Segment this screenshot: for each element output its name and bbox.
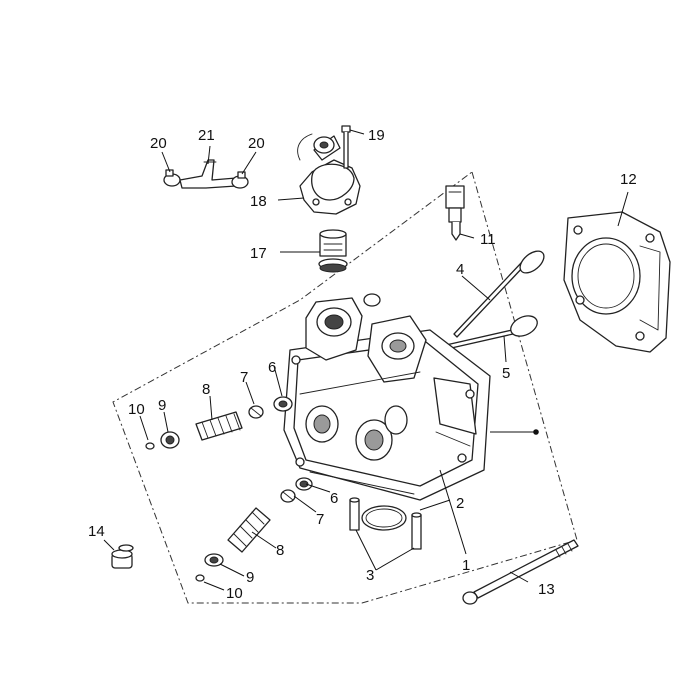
callout-11: 11 [480, 231, 496, 248]
breather-hose [179, 159, 237, 189]
valve-cotter-upper [145, 442, 155, 450]
callout-9-upper: 9 [158, 397, 166, 414]
spring-retainer-lower [204, 553, 224, 567]
callout-17: 17 [250, 245, 267, 262]
valve-spring-upper [195, 411, 243, 441]
callout-19: 19 [368, 127, 385, 144]
o-ring [361, 505, 407, 531]
plug [111, 544, 134, 569]
valve-train-lower [195, 477, 313, 582]
callout-6-lower: 6 [330, 490, 338, 507]
callout-12: 12 [620, 171, 637, 188]
head-bolt [462, 539, 579, 605]
cylinder-head [283, 293, 491, 501]
temperature-sensor [445, 185, 465, 241]
valve-train-upper [145, 396, 293, 450]
callout-10-upper: 10 [128, 401, 145, 418]
callout-21: 21 [198, 127, 215, 144]
callout-10-lower: 10 [226, 585, 243, 602]
head-gasket [563, 211, 671, 353]
breather-hose-assembly [163, 159, 249, 189]
callout-8-lower: 8 [276, 542, 284, 559]
hose-clamp-right [231, 171, 249, 189]
callout-3: 3 [366, 567, 374, 584]
callout-18: 18 [250, 193, 267, 210]
callout-7-upper: 7 [240, 369, 248, 386]
spring-retainer-upper [160, 431, 180, 449]
callout-2: 2 [456, 495, 464, 512]
callout-13: 13 [538, 581, 555, 598]
spring-seat-lower [295, 477, 313, 491]
valve-stem-seal-upper [248, 405, 264, 419]
callout-5: 5 [502, 365, 510, 382]
callout-8-upper: 8 [202, 381, 210, 398]
spring-seat-upper [273, 396, 293, 412]
callout-labels: 1 2 3 4 5 6 6 7 7 8 8 9 9 10 10 11 12 13… [88, 127, 637, 602]
callout-1: 1 [462, 557, 470, 574]
housing-bolt [341, 125, 351, 169]
assembly-boundary [112, 171, 578, 604]
callout-4: 4 [456, 261, 464, 278]
callout-20-right: 20 [248, 135, 265, 152]
callout-9-lower: 9 [246, 569, 254, 586]
thermostat-housing [297, 133, 361, 215]
valve-cotter-lower [195, 574, 205, 582]
valve-spring-lower [227, 507, 271, 553]
valve-stem-seal-lower [280, 489, 296, 503]
dowel-pins [349, 497, 422, 550]
callout-14: 14 [88, 523, 105, 540]
leader-lines [103, 129, 629, 591]
hose-clamp-left [163, 169, 181, 187]
callout-20-left: 20 [150, 135, 167, 152]
callout-6-upper: 6 [268, 359, 276, 376]
thermostat [318, 229, 348, 273]
callout-7-lower: 7 [316, 511, 324, 528]
